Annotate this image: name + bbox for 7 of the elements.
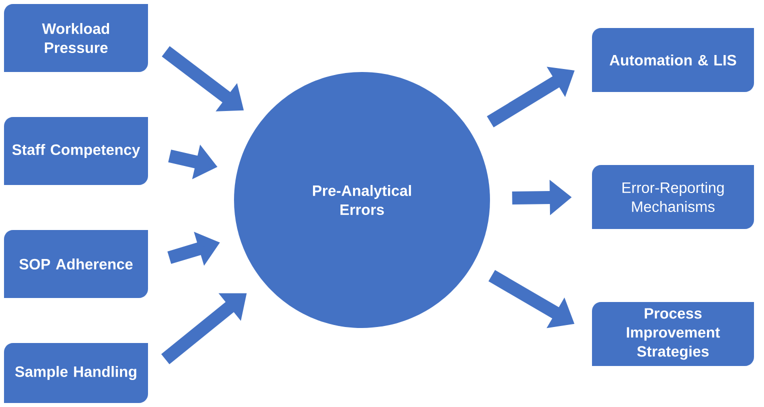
process-box: Automation & LIS <box>592 28 754 92</box>
process-box: SOP Adherence <box>4 230 148 298</box>
process-box: Workload Pressure <box>4 4 148 72</box>
process-box: Sample Handling <box>4 342 148 403</box>
process-box: Process Improvement Strategies <box>592 302 754 366</box>
process-box: Error-Reporting Mechanisms <box>592 165 754 229</box>
process-box: Staff Competency <box>4 117 148 185</box>
